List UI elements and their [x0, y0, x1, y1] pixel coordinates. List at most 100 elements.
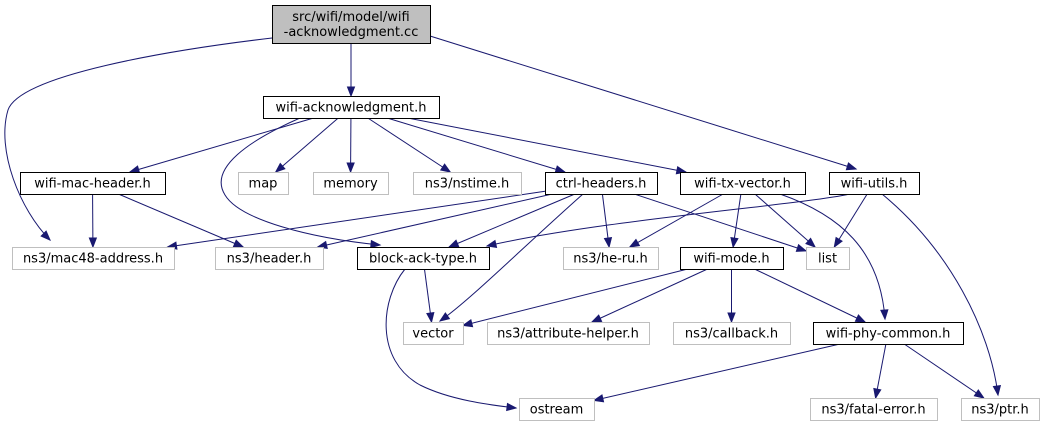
edge-line: [275, 117, 339, 173]
node-label: wifi-tx-vector.h: [694, 177, 791, 192]
edge-wifi-ack-h-to-map: [274, 117, 339, 173]
edge-line: [129, 117, 314, 173]
node-label: ns3/fatal-error.h: [821, 403, 925, 418]
node-block-ack-type[interactable]: block-ack-type.h: [357, 247, 490, 270]
arrowhead: [628, 238, 641, 248]
arrowhead: [439, 163, 452, 173]
node-list: list: [806, 247, 850, 270]
node-box: [806, 247, 850, 270]
edge-wifi-utils-to-block-ack-type: [485, 193, 851, 248]
node-box: [403, 322, 464, 345]
node-label: vector: [412, 327, 454, 342]
edge-line: [367, 117, 451, 173]
edge-line: [167, 190, 546, 248]
node-box: [810, 398, 938, 421]
edges-layer: [4, 35, 1002, 412]
arrowhead: [128, 165, 141, 174]
edge-line: [833, 193, 868, 248]
node-box: [357, 247, 490, 270]
edge-wifi-phy-common-to-ostream: [592, 343, 841, 403]
node-box: [680, 172, 806, 195]
arrowhead: [880, 309, 889, 321]
node-attribute-helper: ns3/attribute-helper.h: [487, 322, 650, 345]
node-box: [487, 322, 650, 345]
edge-wifi-mode-to-vector: [461, 268, 688, 328]
node-label: ns3/mac48-address.h: [23, 252, 163, 267]
edge-wifi-utils-to-ptr: [881, 193, 1002, 397]
node-header: ns3/header.h: [215, 247, 324, 270]
edge-wifi-phy-common-to-fatal-error: [873, 343, 887, 400]
edge-line: [439, 193, 584, 322]
arrowhead: [438, 312, 451, 322]
edge-wifi-ack-h-to-ctrl-headers: [387, 117, 567, 174]
node-label: ns3/attribute-helper.h: [497, 327, 639, 342]
node-label: wifi-phy-common.h: [826, 327, 951, 342]
arrowhead: [461, 319, 474, 328]
node-box: [813, 322, 964, 345]
edge-ctrl-headers-to-list: [634, 193, 808, 252]
arrowhead: [730, 236, 739, 249]
arrowhead: [346, 86, 356, 98]
edge-line: [387, 117, 565, 173]
node-label: wifi-mac-header.h: [34, 177, 151, 192]
arrowhead: [40, 230, 51, 241]
node-label: block-ack-type.h: [369, 252, 477, 267]
node-wifi-phy-common[interactable]: wifi-phy-common.h: [813, 322, 964, 345]
node-label: wifi-utils.h: [841, 177, 908, 192]
edge-line: [448, 193, 576, 248]
node-fatal-error: ns3/fatal-error.h: [810, 398, 938, 421]
node-label: ns3/header.h: [227, 252, 312, 267]
edge-line: [429, 35, 857, 170]
node-label: wifi-acknowledgment.h: [275, 101, 426, 116]
arrowhead: [554, 165, 567, 174]
node-label: src/wifi/model/wifi: [292, 10, 409, 25]
edge-line: [593, 343, 841, 401]
edge-line: [486, 193, 851, 247]
edge-line: [4, 37, 273, 241]
edge-root-to-wifi-ack-h: [346, 43, 356, 98]
node-root[interactable]: src/wifi/model/wifi-acknowledgment.cc: [272, 5, 431, 44]
node-wifi-ack-h[interactable]: wifi-acknowledgment.h: [263, 96, 440, 119]
arrowhead: [992, 385, 1002, 397]
node-he-ru: ns3/he-ru.h: [563, 247, 659, 270]
edge-line: [385, 268, 517, 409]
node-wifi-mac-header[interactable]: wifi-mac-header.h: [20, 172, 166, 195]
nodes-layer: src/wifi/model/wifi-acknowledgment.cc wif…: [12, 5, 1040, 421]
edge-ctrl-headers-to-he-ru: [601, 193, 613, 249]
arrowhead: [805, 237, 817, 248]
node-mac48: ns3/mac48-address.h: [12, 247, 175, 270]
edge-ctrl-headers-to-vector: [438, 193, 584, 322]
node-box: [545, 172, 658, 195]
edge-line: [903, 343, 985, 399]
node-wifi-tx-vector[interactable]: wifi-tx-vector.h: [680, 172, 806, 195]
node-box: [829, 172, 920, 195]
edge-line: [220, 117, 381, 246]
arrowhead: [873, 387, 882, 400]
arrowhead: [232, 239, 245, 248]
node-label: memory: [323, 177, 378, 192]
arrowhead: [426, 312, 435, 324]
node-wifi-utils[interactable]: wifi-utils.h: [829, 172, 920, 195]
node-label: list: [818, 252, 837, 267]
edge-block-ack-type-to-vector: [423, 268, 435, 324]
edge-line: [754, 193, 816, 248]
edge-wifi-mode-to-callback: [727, 269, 736, 324]
edge-line: [779, 193, 886, 320]
edge-wifi-ack-h-to-memory: [346, 117, 355, 174]
edge-wifi-phy-common-to-ptr: [903, 343, 985, 399]
node-box: [961, 398, 1040, 421]
node-nstime: ns3/nstime.h: [413, 172, 522, 195]
node-wifi-mode[interactable]: wifi-mode.h: [680, 247, 784, 270]
arrowhead: [88, 237, 98, 249]
node-box: [673, 322, 791, 345]
edge-line: [407, 117, 686, 173]
edge-wifi-ack-h-to-nstime: [367, 117, 452, 173]
node-box: [20, 172, 166, 195]
node-label: -acknowledgment.cc: [284, 25, 419, 40]
node-box: [413, 172, 522, 195]
edge-wifi-ack-h-to-block-ack-type: [220, 117, 382, 249]
node-box: [272, 5, 431, 44]
arrowhead: [854, 314, 867, 323]
node-ctrl-headers[interactable]: ctrl-headers.h: [545, 172, 658, 195]
edge-wifi-tx-vector-to-wifi-mode: [730, 193, 742, 249]
